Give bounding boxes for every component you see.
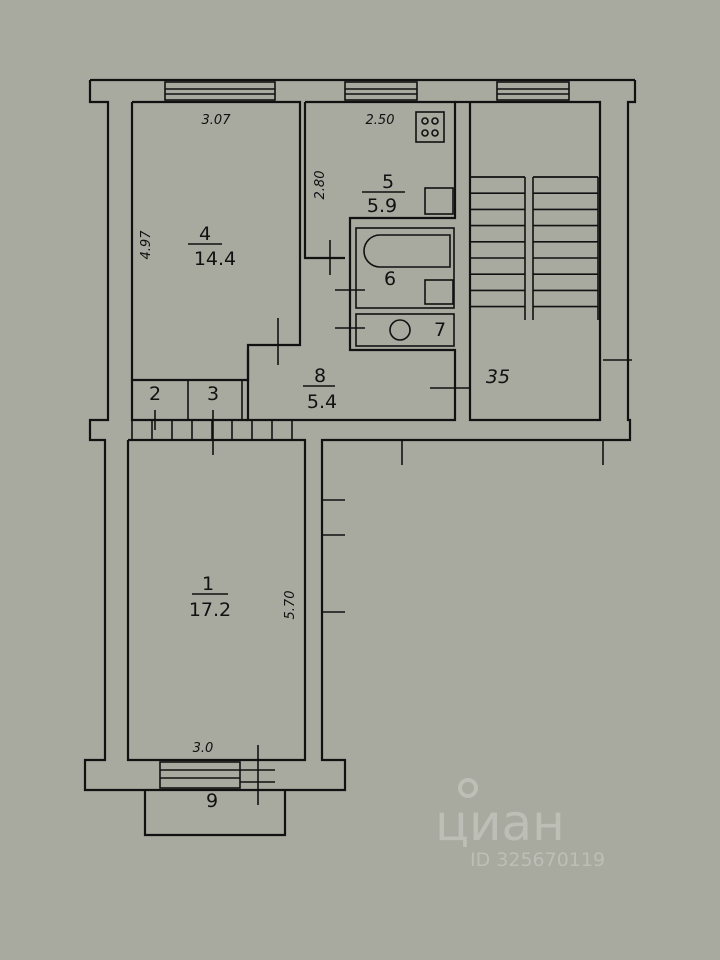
dim-room1-width: 3.0	[193, 741, 214, 756]
stove-icon	[415, 111, 445, 143]
room-5-area: 5.9	[367, 195, 397, 217]
windows	[159, 81, 570, 789]
room-8-number: 8	[314, 365, 326, 387]
stair-label: 35	[486, 366, 510, 388]
room-1-number: 1	[202, 573, 214, 595]
room-9-number: 9	[206, 790, 218, 812]
room-7-number: 7	[434, 319, 446, 341]
room-4-number: 4	[199, 223, 211, 245]
room-8-area: 5.4	[307, 391, 337, 413]
watermark-id: ID 325670119	[470, 849, 605, 871]
walls	[83, 78, 637, 837]
watermark: циан ID 325670119	[435, 778, 605, 871]
dim-room4-length: 4.97	[139, 230, 154, 260]
dim-room4-width: 3.07	[202, 113, 232, 128]
room-5-number: 5	[382, 171, 394, 193]
dim-room5-length: 2.80	[313, 171, 328, 200]
room-6-number: 6	[384, 268, 396, 290]
dim-room1-length: 5.70	[283, 591, 298, 620]
dim-room5-width: 2.50	[366, 113, 395, 128]
room-2-number: 2	[149, 383, 161, 405]
room-3-number: 3	[207, 383, 219, 405]
staircase	[469, 176, 599, 320]
room-1-area: 17.2	[189, 599, 231, 621]
watermark-brand: циан	[435, 794, 565, 852]
room-4-area: 14.4	[194, 248, 236, 270]
balcony	[143, 790, 287, 837]
